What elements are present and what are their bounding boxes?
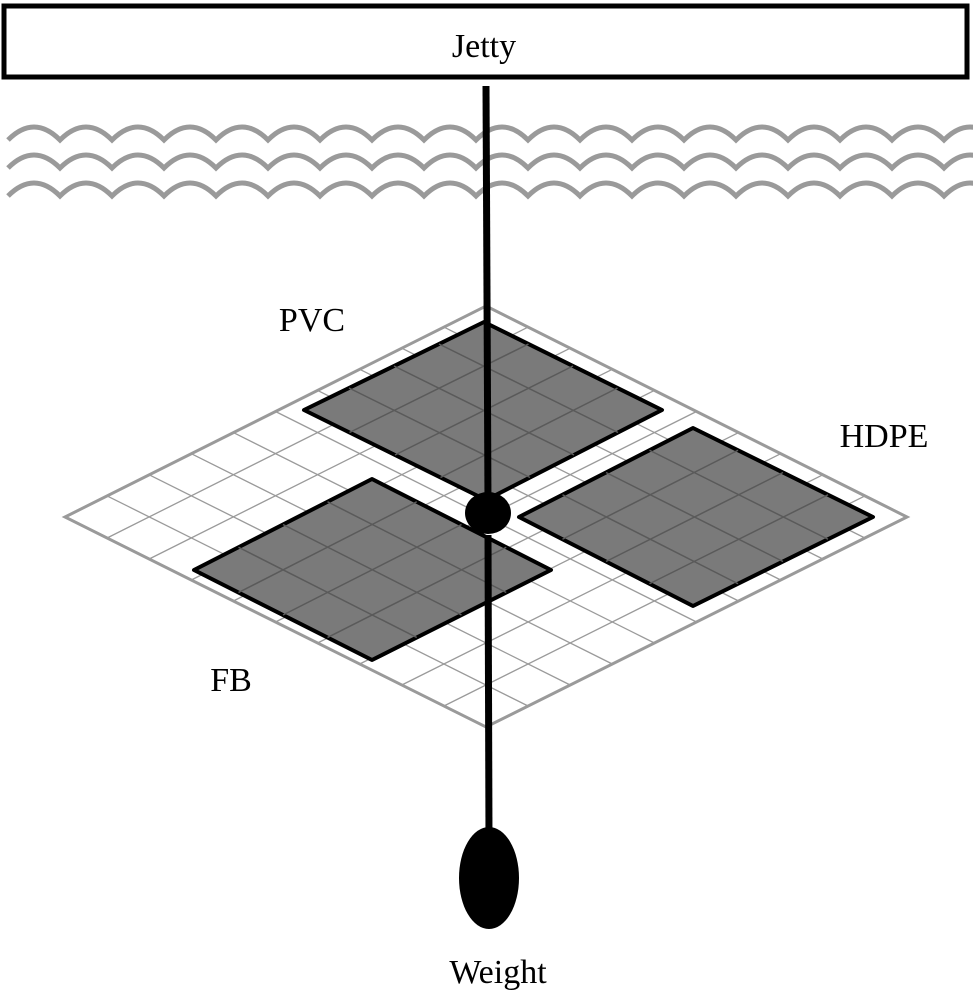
hdpe-label: HDPE [840,418,929,455]
hdpe-panel-grid-line [562,494,739,585]
wave-row-bottom [6,180,973,200]
weight-label: Weight [449,954,547,991]
center-connector [465,492,511,534]
fb-panel-grid-line [327,546,507,639]
pvc-panel-grid-line [440,387,618,479]
wave-row-top [6,124,973,144]
water-waves [6,124,973,200]
pvc-label: PVC [279,302,345,339]
jetty: Jetty [1,3,970,80]
sample-panels [192,320,875,662]
jetty-box [1,3,970,80]
hdpe-panel-grid-line [649,494,829,585]
fb-panel-grid-line [282,523,462,616]
fb-panel-grid-line [238,546,418,639]
hdpe-panel [517,426,875,608]
pvc-panel-grid-line [393,365,575,456]
weight-icon [459,827,519,929]
lower-line [484,534,493,841]
wave-row-middle [6,152,973,172]
fb-label: FB [210,662,252,699]
upper-line [482,85,492,506]
hdpe-panel-grid-line [605,471,784,563]
jetty-label: Jetty [452,28,516,65]
pvc-panel-grid-line [348,387,531,479]
